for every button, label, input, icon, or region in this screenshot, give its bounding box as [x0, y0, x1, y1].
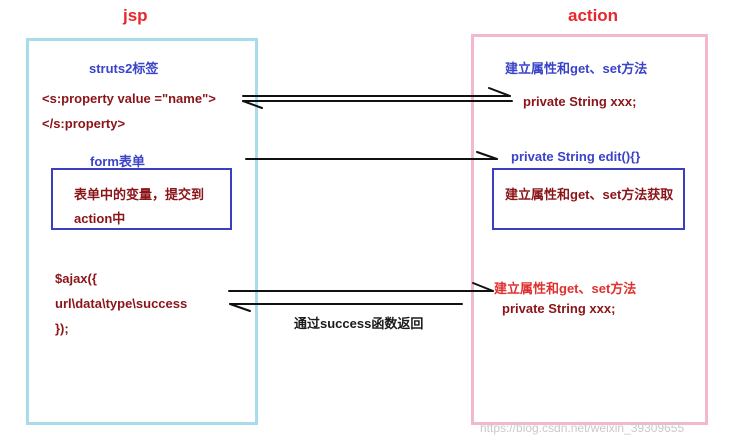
success-return-label: 通过success函数返回 — [294, 316, 424, 331]
property-open-tag: <s:property value ="name"> — [42, 91, 216, 106]
action-field-2: private String xxx; — [502, 301, 616, 316]
action-getset-box — [492, 168, 685, 230]
action-getset-fetch: 建立属性和get、set方法获取 — [505, 187, 674, 202]
struts2-tag-label: struts2标签 — [89, 61, 159, 76]
form-label: form表单 — [90, 154, 145, 169]
ajax-request-arrow — [228, 282, 494, 292]
ajax-line-3: }); — [55, 321, 69, 336]
jsp-panel — [26, 38, 258, 425]
action-getset-label-2: 建立属性和get、set方法 — [494, 281, 637, 296]
form-box-line-2: action中 — [74, 211, 126, 226]
action-title: action — [568, 6, 619, 25]
property-arrow-to-jsp — [242, 100, 513, 109]
action-edit-method: private String edit(){} — [511, 149, 641, 164]
ajax-line-2: url\data\type\success — [55, 296, 188, 311]
form-submit-arrow — [245, 151, 498, 160]
jsp-title: jsp — [123, 6, 148, 25]
watermark: https://blog.csdn.net/weixin_39309655 — [480, 421, 685, 435]
action-field-1: private String xxx; — [523, 94, 637, 109]
ajax-line-1: $ajax({ — [55, 271, 97, 286]
property-close-tag: </s:property> — [42, 116, 126, 131]
action-panel — [471, 34, 708, 425]
form-box-line-1: 表单中的变量，提交到 — [74, 187, 205, 202]
action-getset-label-1: 建立属性和get、set方法 — [505, 61, 648, 76]
success-return-arrow — [229, 303, 463, 312]
form-variables-box — [51, 168, 232, 230]
property-arrow-to-action — [242, 87, 511, 97]
